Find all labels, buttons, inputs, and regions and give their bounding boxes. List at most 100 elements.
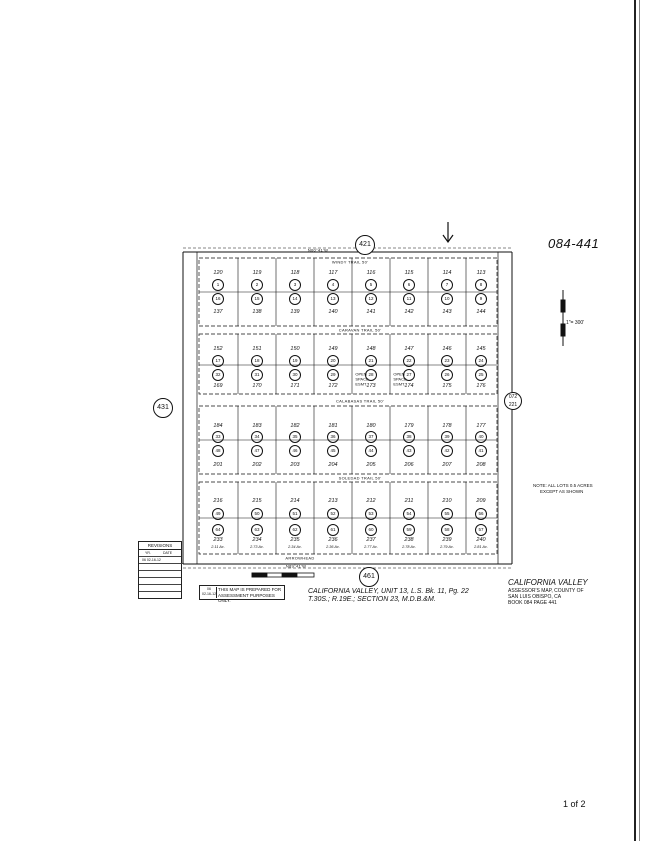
page-number: 1 of 2	[563, 799, 586, 809]
parcel-index-circle: 21	[365, 355, 377, 367]
road-arrowhead: ARROWHEAD	[285, 555, 315, 561]
parcel-number: 206	[404, 462, 414, 468]
parcel-number: 215	[252, 498, 262, 504]
parcel-number: 202	[252, 462, 262, 468]
road-windy-trail: WINDY TRAIL 50'	[331, 259, 369, 265]
parcel-number: 210	[442, 498, 452, 504]
parcel-number: 176	[476, 383, 486, 389]
parcel-index-circle: 40	[475, 431, 487, 443]
parcel-index-circle: 20	[327, 355, 339, 367]
revisions-row: 06 02-16-12	[139, 557, 184, 564]
parcel-index-circle: 42	[441, 445, 453, 457]
parcel-index-circle: 61	[327, 524, 339, 536]
parcel-index-circle: 3	[289, 279, 301, 291]
parcel-number: 175	[442, 383, 452, 389]
parcel-number: 120	[213, 270, 223, 276]
parcel-number: 235	[290, 537, 300, 543]
road-caravan-trail: CARAVAN TRAIL 50'	[338, 327, 382, 333]
parcel-index-circle: 10	[441, 293, 453, 305]
parcel-index-circle: 30	[289, 369, 301, 381]
parcel-number: 140	[328, 309, 338, 315]
parcel-number: 212	[366, 498, 376, 504]
parcel-index-circle: 2	[251, 279, 263, 291]
parcel-index-circle: 16	[212, 293, 224, 305]
parcel-index-circle: 54	[403, 508, 415, 520]
parcel-index-circle: 14	[289, 293, 301, 305]
parcel-index-circle: 45	[327, 445, 339, 457]
parcel-number: 205	[366, 462, 376, 468]
parcel-number: 152	[213, 346, 223, 352]
parcel-index-circle: 18	[251, 355, 263, 367]
parcel-number: 174	[404, 383, 414, 389]
parcel-index-circle: 44	[365, 445, 377, 457]
parcel-number: 138	[252, 309, 262, 315]
parcel-number: 208	[476, 462, 486, 468]
parcel-number: 216	[213, 498, 223, 504]
parcel-index-circle: 49	[212, 508, 224, 520]
parcel-number: 211	[404, 498, 414, 504]
parcel-number: 172	[328, 383, 338, 389]
parcel-number: 151	[252, 346, 262, 352]
parcel-number: 150	[290, 346, 300, 352]
parcel-index-circle: 55	[441, 508, 453, 520]
parcel-index-circle: 39	[441, 431, 453, 443]
parcel-number: 209	[476, 498, 486, 504]
map-subtitle: T.30S.; R.19E.; SECTION 23, M.D.B.&M.	[308, 596, 436, 603]
adjacent-map-top: 421	[355, 235, 375, 255]
parcel-number: 144	[476, 309, 486, 315]
parcel-index-circle: 53	[365, 508, 377, 520]
parcel-index-circle: 19	[289, 355, 301, 367]
parcel-index-circle: 15	[251, 293, 263, 305]
note-line-1: NOTE: ALL LOTS 0.5 ACRES	[533, 483, 593, 488]
parcel-index-circle: 64	[212, 524, 224, 536]
parcel-index-circle: 57	[475, 524, 487, 536]
parcel-acreage: 2.11 Ac.	[211, 545, 225, 549]
parcel-index-circle: 62	[289, 524, 301, 536]
parcel-acreage: 2.78 Ac.	[402, 545, 416, 549]
road-calabasas-trail: CALABASAS TRAIL 50'	[335, 398, 385, 404]
revisions-empty-row	[139, 571, 181, 578]
parcel-number: 204	[328, 462, 338, 468]
parcel-number: 203	[290, 462, 300, 468]
parcel-number: 173	[366, 383, 376, 389]
parcel-number: 183	[252, 423, 262, 429]
parcel-number: 139	[290, 309, 300, 315]
parcel-acreage: 2.34 Ac.	[288, 545, 302, 549]
parcel-acreage: 2.73 Ac.	[250, 545, 264, 549]
parcel-number: 113	[476, 270, 486, 276]
parcel-number: 177	[476, 423, 486, 429]
parcel-index-circle: 35	[289, 431, 301, 443]
parcel-number: 148	[366, 346, 376, 352]
parcel-number: 118	[290, 270, 300, 276]
parcel-number: 116	[366, 270, 376, 276]
parcel-index-circle: 48	[212, 445, 224, 457]
parcel-number: 181	[328, 423, 338, 429]
parcel-index-circle: 43	[403, 445, 415, 457]
parcel-index-circle: 51	[289, 508, 301, 520]
revisions-empty-row	[139, 585, 181, 592]
parcel-number: 214	[290, 498, 300, 504]
revisions-header-row: YR. DATE	[139, 550, 181, 557]
parcel-index-circle: 50	[251, 508, 263, 520]
adjacent-map-right-top: 072	[508, 394, 518, 400]
parcel-number: 115	[404, 270, 414, 276]
revisions-col-date: DATE	[163, 551, 173, 555]
adjacent-map-right: 072 221	[504, 392, 522, 410]
parcel-number: 238	[404, 537, 414, 543]
parcel-index-circle: 58	[441, 524, 453, 536]
page-edge-line	[634, 0, 636, 841]
assessor-title: CALIFORNIA VALLEY	[508, 578, 588, 587]
parcel-index-circle: 13	[327, 293, 339, 305]
adjacent-map-left: 431	[153, 398, 173, 418]
parcel-number: 170	[252, 383, 262, 389]
note-line-2: EXCEPT AS SHOWN	[540, 489, 584, 494]
parcel-number: 171	[290, 383, 300, 389]
parcel-number: 233	[213, 537, 223, 543]
revisions-title: REVISIONS	[139, 542, 181, 550]
revisions-col-year: YR.	[145, 551, 151, 555]
parcel-index-circle: 23	[441, 355, 453, 367]
road-top-bearing: N00°41'W	[307, 247, 329, 253]
assessor-line-2: SAN LUIS OBISPO, CA	[508, 594, 562, 600]
parcel-index-circle: 8	[475, 279, 487, 291]
